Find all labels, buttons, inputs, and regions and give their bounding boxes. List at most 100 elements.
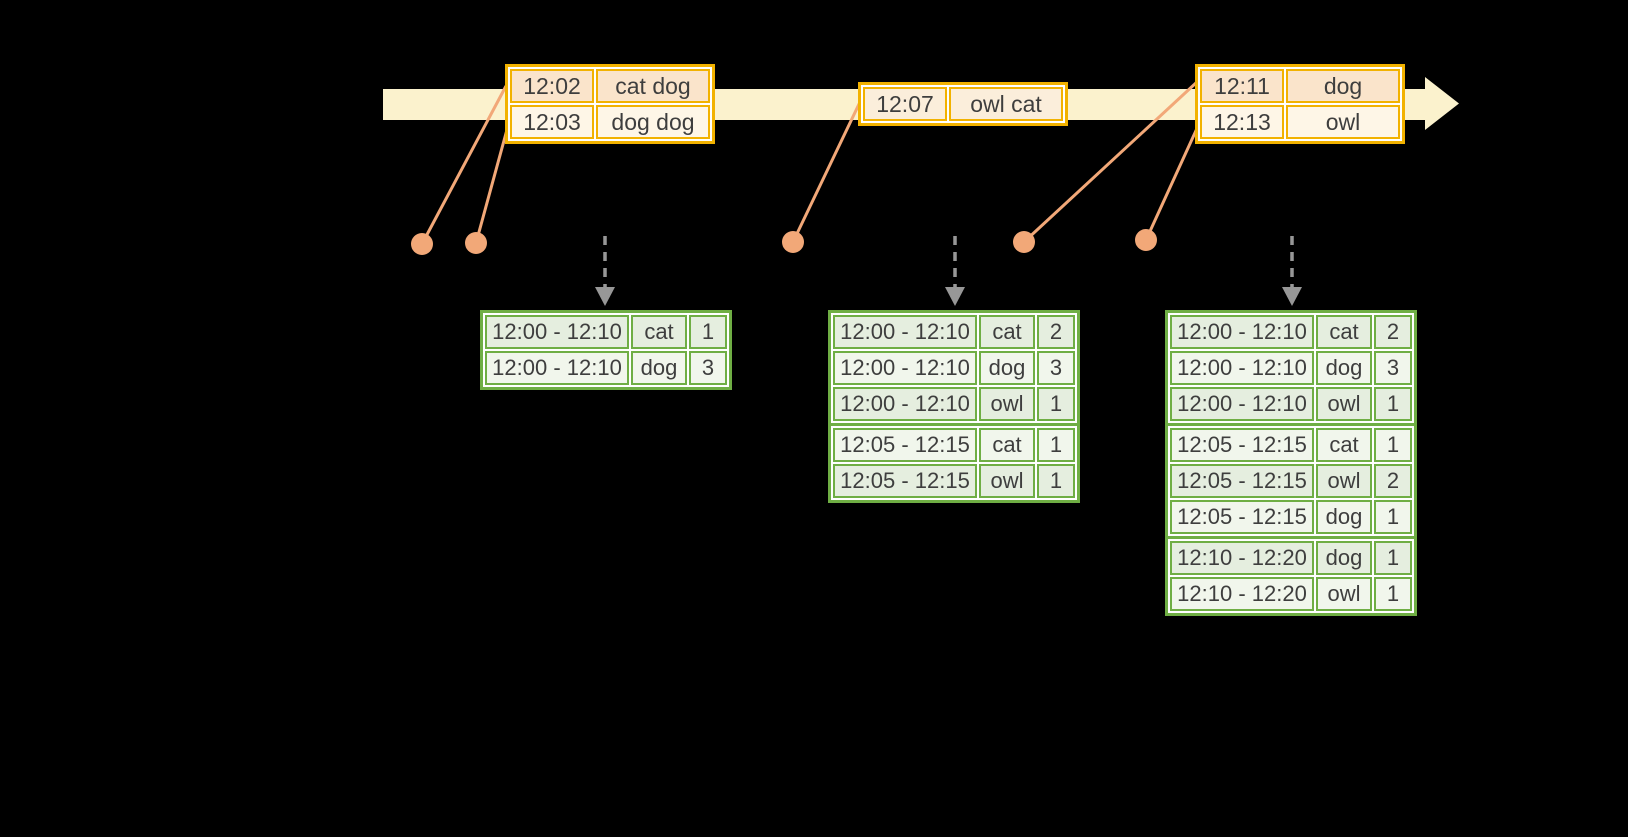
word-cell: owl (1316, 387, 1372, 421)
word-cell: cat (1316, 315, 1372, 349)
event-time-cell: 12:03 (510, 105, 594, 139)
count-cell: 3 (689, 351, 727, 385)
event-connector-line (1144, 123, 1201, 241)
word-cell: owl (1316, 577, 1372, 611)
event-dot (1135, 229, 1157, 251)
count-cell: 1 (1037, 428, 1075, 462)
count-cell: 3 (1037, 351, 1075, 385)
count-cell: 1 (1374, 428, 1412, 462)
timeline-arrowhead (1425, 77, 1459, 130)
word-cell: dog (1316, 541, 1372, 575)
window-cell: 12:00 - 12:10 (485, 315, 629, 349)
trigger-arrow (1282, 236, 1302, 306)
window-cell: 12:05 - 12:15 (1170, 500, 1314, 534)
word-cell: dog (1316, 351, 1372, 385)
window-cell: 12:10 - 12:20 (1170, 541, 1314, 575)
event-connector-line (474, 125, 510, 244)
window-cell: 12:00 - 12:10 (485, 351, 629, 385)
count-cell: 1 (689, 315, 727, 349)
window-cell: 12:00 - 12:10 (1170, 387, 1314, 421)
window-cell: 12:00 - 12:10 (1170, 315, 1314, 349)
trigger-arrow (595, 236, 615, 306)
window-cell: 12:05 - 12:15 (1170, 464, 1314, 498)
count-cell: 2 (1374, 315, 1412, 349)
word-cell: owl (979, 387, 1035, 421)
event-dot (465, 232, 487, 254)
window-cell: 12:05 - 12:15 (833, 464, 977, 498)
event-words-cell: owl (1286, 105, 1400, 139)
event-dot (782, 231, 804, 253)
count-cell: 1 (1374, 387, 1412, 421)
word-cell: cat (979, 315, 1035, 349)
count-cell: 1 (1037, 464, 1075, 498)
count-cell: 1 (1374, 500, 1412, 534)
count-cell: 3 (1374, 351, 1412, 385)
word-cell: cat (631, 315, 687, 349)
event-connector-line (420, 85, 508, 245)
window-cell: 12:00 - 12:10 (1170, 351, 1314, 385)
count-cell: 1 (1374, 577, 1412, 611)
word-cell: cat (979, 428, 1035, 462)
event-words-cell: dog dog (596, 105, 710, 139)
word-cell: cat (1316, 428, 1372, 462)
window-cell: 12:00 - 12:10 (833, 315, 977, 349)
event-time-cell: 12:07 (863, 87, 947, 121)
event-dot (411, 233, 433, 255)
word-cell: owl (1316, 464, 1372, 498)
event-words-cell: owl cat (949, 87, 1063, 121)
word-cell: dog (1316, 500, 1372, 534)
window-cell: 12:10 - 12:20 (1170, 577, 1314, 611)
count-cell: 1 (1374, 541, 1412, 575)
event-connector-line (791, 101, 862, 243)
window-cell: 12:05 - 12:15 (1170, 428, 1314, 462)
event-words-cell: dog (1286, 69, 1400, 103)
word-cell: dog (631, 351, 687, 385)
trigger-arrow (945, 236, 965, 306)
window-cell: 12:05 - 12:15 (833, 428, 977, 462)
count-cell: 2 (1037, 315, 1075, 349)
count-cell: 1 (1037, 387, 1075, 421)
word-cell: dog (979, 351, 1035, 385)
event-time-cell: 12:13 (1200, 105, 1284, 139)
event-connector-line (1022, 80, 1199, 244)
event-time-cell: 12:02 (510, 69, 594, 103)
count-cell: 2 (1374, 464, 1412, 498)
word-cell: owl (979, 464, 1035, 498)
